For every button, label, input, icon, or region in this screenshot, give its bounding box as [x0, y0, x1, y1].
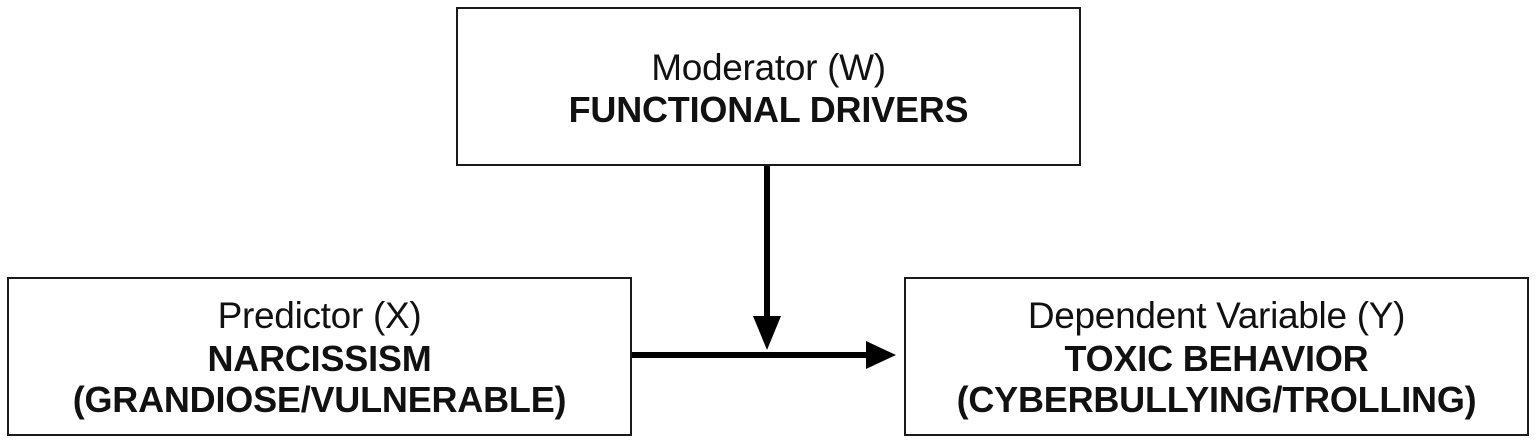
predictor-box: Predictor (X) NARCISSISM (GRANDIOSE/VULN… — [7, 277, 632, 436]
predictor-to-outcome-arrow-head — [866, 341, 896, 369]
predictor-role-label: Predictor (X) — [217, 294, 422, 336]
moderator-arrow-head — [753, 316, 781, 350]
predictor-name-label: NARCISSISM — [207, 337, 432, 379]
outcome-subtype-label: (CYBERBULLYING/TROLLING) — [956, 379, 1477, 421]
outcome-name-label: TOXIC BEHAVIOR — [1064, 337, 1369, 379]
moderator-box: Moderator (W) FUNCTIONAL DRIVERS — [456, 7, 1081, 166]
outcome-box: Dependent Variable (Y) TOXIC BEHAVIOR (C… — [904, 277, 1529, 436]
predictor-subtype-label: (GRANDIOSE/VULNERABLE) — [72, 379, 567, 421]
moderator-name-label: FUNCTIONAL DRIVERS — [568, 89, 969, 131]
moderator-role-label: Moderator (W) — [651, 46, 886, 88]
outcome-role-label: Dependent Variable (Y) — [1027, 294, 1406, 336]
